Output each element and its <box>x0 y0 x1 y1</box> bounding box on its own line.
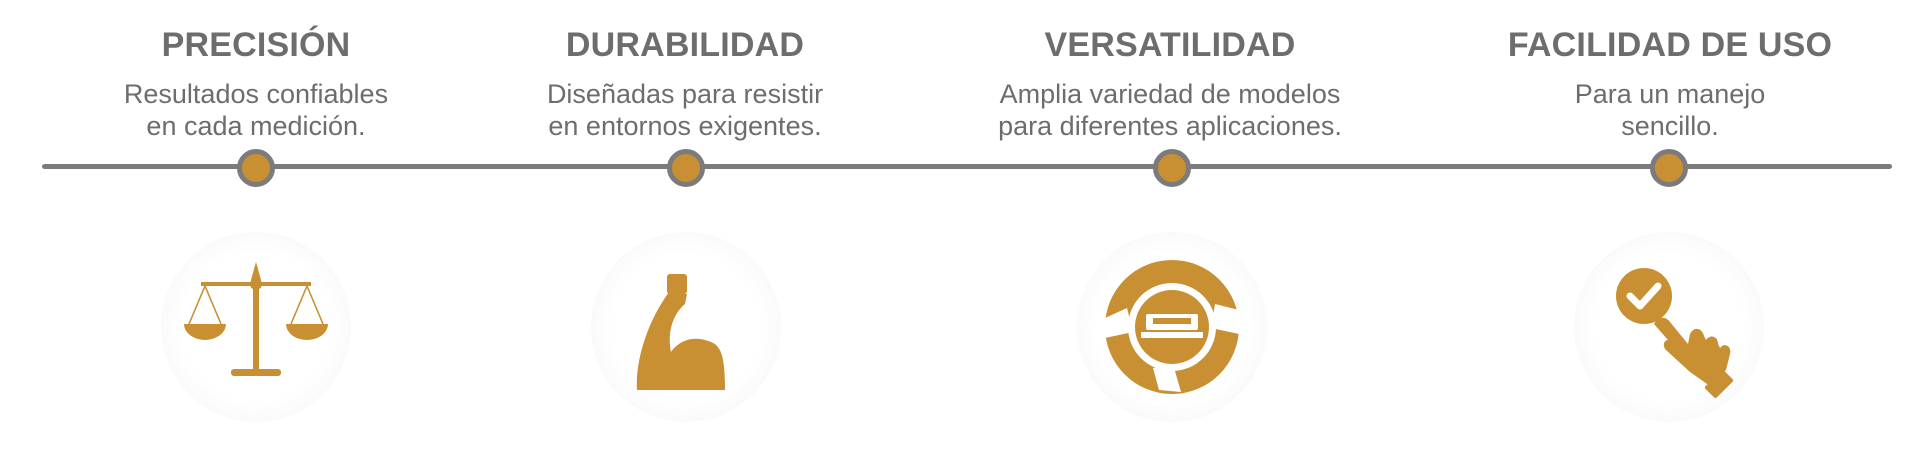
timeline-dot <box>237 149 275 187</box>
feature-description-line: para diferentes aplicaciones. <box>998 111 1342 141</box>
feature-description: Diseñadas para resistir en entornos exig… <box>465 78 905 142</box>
feature-precision: PRECISIÓN Resultados confiables en cada … <box>36 0 476 456</box>
feature-title: VERSATILIDAD <box>1044 26 1296 64</box>
feature-ease-of-use: FACILIDAD DE USO Para un manejo sencillo… <box>1450 0 1890 456</box>
feature-description-line: Amplia variedad de modelos <box>999 79 1341 109</box>
feature-description: Amplia variedad de modelos para diferent… <box>950 78 1390 142</box>
hand-check-icon <box>1594 252 1744 402</box>
feature-versatility: VERSATILIDAD Amplia variedad de modelos … <box>950 0 1390 456</box>
timeline-dot <box>1650 149 1688 187</box>
feature-description-line: en cada medición. <box>146 111 366 141</box>
feature-description-line: sencillo. <box>1621 111 1719 141</box>
timeline-dot <box>1153 149 1191 187</box>
balance-scale-icon <box>181 252 331 402</box>
feature-title: DURABILIDAD <box>565 26 805 64</box>
feature-title: FACILIDAD DE USO <box>1507 26 1833 64</box>
timeline-dot <box>667 149 705 187</box>
feature-description: Resultados confiables en cada medición. <box>36 78 476 142</box>
feature-title: PRECISIÓN <box>161 26 351 64</box>
timeline-line <box>42 164 1892 169</box>
cycle-scale-icon <box>1097 252 1247 402</box>
feature-description-line: en entornos exigentes. <box>548 111 822 141</box>
feature-description: Para un manejo sencillo. <box>1450 78 1890 142</box>
feature-description-line: Diseñadas para resistir <box>546 79 824 109</box>
feature-description-line: Para un manejo <box>1574 79 1766 109</box>
feature-durability: DURABILIDAD Diseñadas para resistir en e… <box>465 0 905 456</box>
feature-description-line: Resultados confiables <box>123 79 389 109</box>
flexed-arm-icon <box>611 252 761 402</box>
icon-halo <box>591 232 781 422</box>
